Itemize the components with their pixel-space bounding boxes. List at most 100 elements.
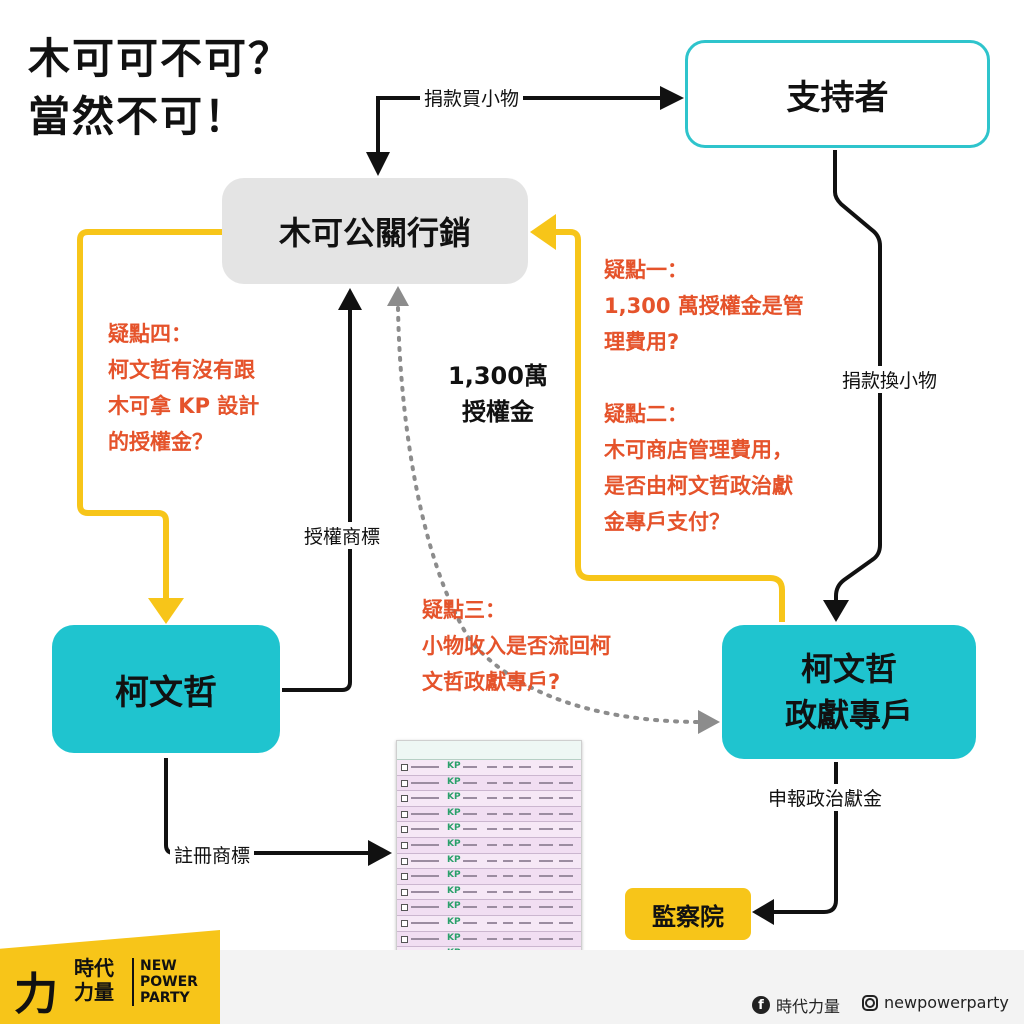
party-name-zh-line-2: 力量 (74, 980, 114, 1004)
edge-donate-exchange (833, 150, 882, 605)
question-two-line: 金專戶支付？ (604, 510, 730, 534)
document-row-cell (411, 812, 439, 815)
document-row: KP (397, 900, 581, 916)
document-row-cell (539, 859, 553, 862)
document-row-checkbox (401, 904, 408, 912)
document-row-cell (503, 828, 513, 831)
party-name-zh-line-1: 時代 (74, 956, 114, 980)
instagram-link[interactable]: newpowerparty (862, 993, 1009, 1012)
document-row-kp-mark: KP (447, 932, 461, 943)
document-row-cell (559, 890, 573, 893)
arrowhead-yellow-to-pr (530, 214, 556, 250)
document-row-cell (463, 937, 477, 940)
document-row-cell (559, 875, 573, 878)
party-name-en: NEW POWER PARTY (132, 958, 198, 1006)
label-report-donation: 申報政治獻金 (764, 784, 887, 811)
page-title: 木可可不可？ 當然不可！ (28, 30, 292, 146)
license-fee-amount: 1,300萬 (448, 362, 548, 390)
arrowhead-yellow-to-ko (148, 598, 184, 624)
document-row-cell (519, 828, 531, 831)
arrowhead-to-account (823, 600, 849, 622)
document-row: KP (397, 853, 581, 870)
edge-report-donation (772, 762, 838, 914)
label-license-trademark: 授權商標 (300, 522, 385, 549)
document-row-cell (487, 828, 497, 831)
question-one-line: 1,300 萬授權金是管 (604, 294, 804, 318)
facebook-name: 時代力量 (776, 997, 841, 1016)
document-row-cell (519, 812, 531, 815)
question-four: 疑點四： 柯文哲有沒有跟 木可拿 KP 設計 的授權金？ (108, 316, 259, 460)
document-row-cell (519, 921, 531, 924)
document-row-kp-mark: KP (447, 776, 461, 787)
document-row-checkbox (401, 826, 408, 834)
arrowhead-to-pr-top (366, 152, 390, 176)
document-row-kp-mark: KP (447, 823, 461, 834)
arrowhead-to-pr-bottom (338, 288, 362, 310)
document-row: KP (397, 869, 581, 885)
document-row-checkbox (401, 919, 408, 927)
document-row-cell (539, 828, 553, 831)
arrowhead-to-supporter (660, 86, 684, 110)
arrowhead-to-control-yuan (752, 899, 774, 925)
document-row-kp-mark: KP (447, 885, 461, 896)
document-row-cell (519, 906, 531, 909)
document-row-cell (559, 828, 573, 831)
document-row-cell (559, 843, 573, 846)
node-pr-marketing: 木可公關行銷 (222, 178, 528, 284)
document-row-cell (463, 859, 477, 862)
party-logo-icon: 力 (14, 969, 58, 1020)
document-row-cell (463, 828, 477, 831)
document-row-cell (487, 812, 497, 815)
document-row-kp-mark: KP (447, 807, 461, 818)
document-row-kp-mark: KP (447, 838, 461, 849)
facebook-link[interactable]: f 時代力量 (752, 993, 840, 1017)
question-one-line: 疑點一： (604, 258, 688, 282)
title-line-1: 木可可不可？ (28, 34, 293, 83)
question-four-line: 柯文哲有沒有跟 (108, 358, 255, 382)
document-row-cell (503, 875, 513, 878)
document-row-cell (411, 843, 439, 846)
question-three: 疑點三： 小物收入是否流回柯 文哲政獻專戶? (422, 592, 611, 700)
document-row-cell (503, 812, 513, 815)
document-row-cell (463, 875, 477, 878)
node-supporter: 支持者 (685, 40, 990, 148)
question-two: 疑點二： 木可商店管理費用， 是否由柯文哲政治獻 金專戶支付？ (604, 396, 793, 540)
document-row-cell (503, 843, 513, 846)
facebook-icon: f (752, 996, 770, 1014)
label-license-fee: 1,300萬 授權金 (448, 358, 548, 430)
edge-question-three (396, 306, 704, 724)
document-row-cell (487, 766, 497, 768)
document-row: KP (397, 884, 581, 901)
document-row-cell (487, 937, 497, 940)
footer-band (0, 930, 220, 1024)
document-row-cell (487, 875, 497, 878)
document-row-cell (503, 797, 513, 800)
document-row-checkbox (401, 857, 408, 865)
document-row-cell (559, 781, 573, 784)
document-row: KP (397, 837, 581, 854)
document-row-cell (519, 843, 531, 846)
document-row-cell (487, 843, 497, 846)
document-row-cell (411, 937, 439, 940)
document-row-cell (559, 797, 573, 800)
document-row: KP (397, 806, 581, 823)
document-row-cell (487, 781, 497, 784)
document-row-cell (503, 937, 513, 940)
document-row-cell (559, 812, 573, 815)
document-row-cell (519, 937, 531, 940)
document-row-cell (487, 906, 497, 909)
document-row-cell (539, 875, 553, 878)
document-row-checkbox (401, 810, 408, 818)
document-row: KP (397, 775, 581, 792)
document-row-cell (463, 890, 477, 893)
document-row: KP (397, 791, 581, 807)
document-row-cell (411, 921, 439, 924)
document-row-checkbox (401, 841, 408, 849)
document-row-cell (411, 781, 439, 784)
license-fee-caption: 授權金 (461, 398, 534, 426)
document-row-cell (463, 843, 477, 846)
arrowhead-grey-to-pr (387, 286, 409, 306)
arrowhead-to-document (368, 840, 392, 866)
document-row-cell (519, 859, 531, 862)
